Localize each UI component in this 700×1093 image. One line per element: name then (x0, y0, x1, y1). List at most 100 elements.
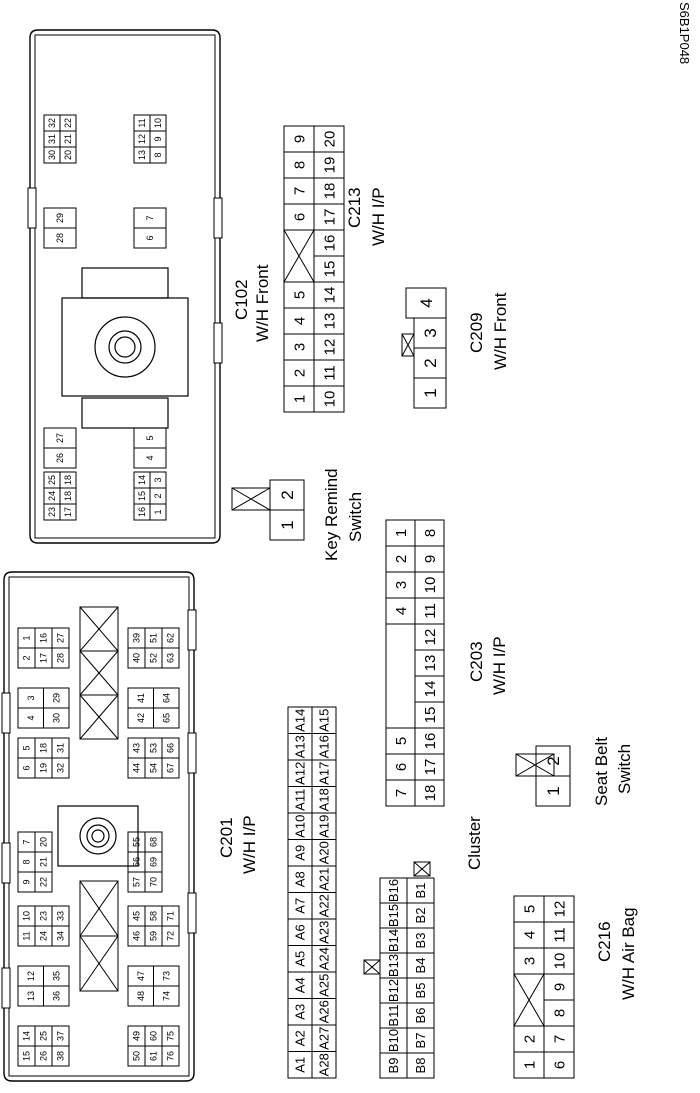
figure-code-label: S6B1P048 (677, 2, 692, 64)
seat-belt-switch-connector: 12 Seat Belt Switch (515, 737, 634, 807)
c201-pin-number: 20 (39, 837, 49, 847)
cluster-a-pin-number: A3 (293, 1004, 308, 1020)
cluster-b-latch-mark (363, 959, 381, 975)
seat-belt-latch-mark (515, 753, 555, 777)
c201-pin-number: 72 (166, 931, 176, 941)
c201-pin-number: 16 (39, 633, 49, 643)
cluster-connectors: A1A2A3A4A5A6A7A8A9A10A11A12A13A14A28A27A… (287, 706, 484, 1079)
c102-pin-number: 15 (137, 491, 147, 501)
c213-pin-number: 9 (291, 135, 308, 143)
c201-pin-number: 51 (149, 633, 159, 643)
c201-pin-number: 2 (22, 655, 32, 660)
c201-pin-number: 59 (149, 931, 159, 941)
cluster-b-pin-cell (406, 877, 435, 904)
c102-pin-number: 18 (63, 491, 73, 501)
cluster-a-pin-grid: A1A2A3A4A5A6A7A8A9A10A11A12A13A14A28A27A… (287, 706, 337, 1079)
cluster-a-pin-number: A24 (317, 947, 332, 970)
c102-pin-number: 17 (63, 507, 73, 517)
cluster-b-pin-number: B1 (413, 883, 428, 899)
c201-pin-number: 56 (132, 857, 142, 867)
key-remind-pin-number: 1 (278, 520, 297, 529)
c213-pin-number: 1 (291, 395, 308, 403)
c216-id-label: C216 (595, 921, 614, 962)
c201-pin-number: 69 (149, 857, 159, 867)
c102-connector: 2324251718182627282930313220212216151412… (27, 29, 272, 544)
cluster-b-pin-number: B16 (386, 879, 401, 902)
key-remind-switch-connector: 12 Key Remind Switch (231, 468, 365, 561)
c203-pin-number: 10 (422, 577, 439, 594)
c201-pin-number: 55 (132, 837, 142, 847)
c201-pin-cell (161, 737, 180, 759)
c102-pin-number: 25 (47, 475, 57, 485)
c201-pin-number: 6 (22, 765, 32, 770)
cluster-a-pin-number: A13 (293, 735, 308, 758)
cluster-a-pin-number: A5 (293, 951, 308, 967)
c201-pin-number: 18 (39, 743, 49, 753)
c201-pin-number: 7 (22, 839, 32, 844)
c213-pin-number: 5 (291, 291, 308, 299)
c216-pin-number: 10 (551, 953, 568, 970)
cluster-b-pin-number: B13 (386, 954, 401, 977)
c216-pin-number: 2 (521, 1035, 538, 1043)
c203-pin-number: 12 (422, 629, 439, 646)
c102-pin-number: 26 (55, 453, 65, 463)
c201-pin-number: 74 (161, 991, 171, 1001)
cluster-a-pin-number: A22 (317, 894, 332, 917)
c203-pin-number: 3 (393, 581, 410, 589)
c102-pin-number: 29 (55, 213, 65, 223)
c216-pin-number: 8 (551, 1009, 568, 1017)
c203-pin-number: 8 (422, 529, 439, 537)
c213-pin-number: 20 (321, 131, 338, 148)
c209-latch-mark (401, 333, 415, 357)
c201-pin-number: 15 (22, 1051, 32, 1061)
c102-pin-number: 3 (153, 477, 163, 482)
c102-pin-number: 10 (153, 118, 163, 128)
c201-pin-number: 30 (51, 713, 61, 723)
c201-pin-number: 14 (22, 1031, 32, 1041)
c201-pin-number: 45 (132, 911, 142, 921)
cluster-a-pin-number: A19 (317, 815, 332, 838)
c102-pin-number: 30 (47, 150, 57, 160)
cluster-b-pin-number: B15 (386, 904, 401, 927)
cluster-a-pin-number: A4 (293, 977, 308, 993)
c102-pin-number: 32 (47, 118, 57, 128)
c201-pin-cell (43, 687, 70, 709)
c201-pin-number: 36 (51, 991, 61, 1001)
c213-pin-number: 11 (321, 365, 338, 381)
c203-pin-cell (385, 519, 416, 547)
c203-pin-number: 11 (422, 603, 439, 619)
c201-pin-number: 35 (51, 971, 61, 981)
c213-pin-number: 15 (321, 261, 338, 278)
cluster-a-pin-number: A25 (317, 974, 332, 997)
c102-pin-number: 1 (153, 509, 163, 514)
c216-pin-number: 11 (551, 927, 568, 943)
c102-pin-cell (59, 114, 77, 132)
c201-pin-number: 13 (26, 991, 36, 1001)
c216-pin-number: 5 (521, 905, 538, 913)
c213-harness-label: W/H I/P (369, 187, 388, 246)
cluster-a-pin-number: A12 (293, 762, 308, 785)
c201-pin-number: 47 (136, 971, 146, 981)
c213-pin-cell (313, 125, 345, 153)
c201-pin-number: 73 (161, 971, 171, 981)
c201-pin-number: 63 (166, 653, 176, 663)
c201-pin-number: 26 (39, 1051, 49, 1061)
cluster-b-pin-number: B14 (386, 929, 401, 952)
c203-pin-number: 2 (393, 555, 410, 563)
cluster-a-pin-number: A21 (317, 868, 332, 891)
c209-pin-number: 3 (421, 328, 440, 337)
c201-pin-cell (161, 905, 180, 927)
c201-pin-number: 39 (132, 633, 142, 643)
c213-pin-number: 18 (321, 183, 338, 200)
c201-pin-number: 5 (22, 745, 32, 750)
c213-pin-number: 17 (321, 209, 338, 226)
c201-pin-number: 58 (149, 911, 159, 921)
c201-id-label: C201 (217, 817, 236, 858)
c201-pin-number: 10 (22, 911, 32, 921)
c209-pin-cell (405, 287, 447, 319)
c203-harness-label: W/H I/P (490, 636, 509, 695)
